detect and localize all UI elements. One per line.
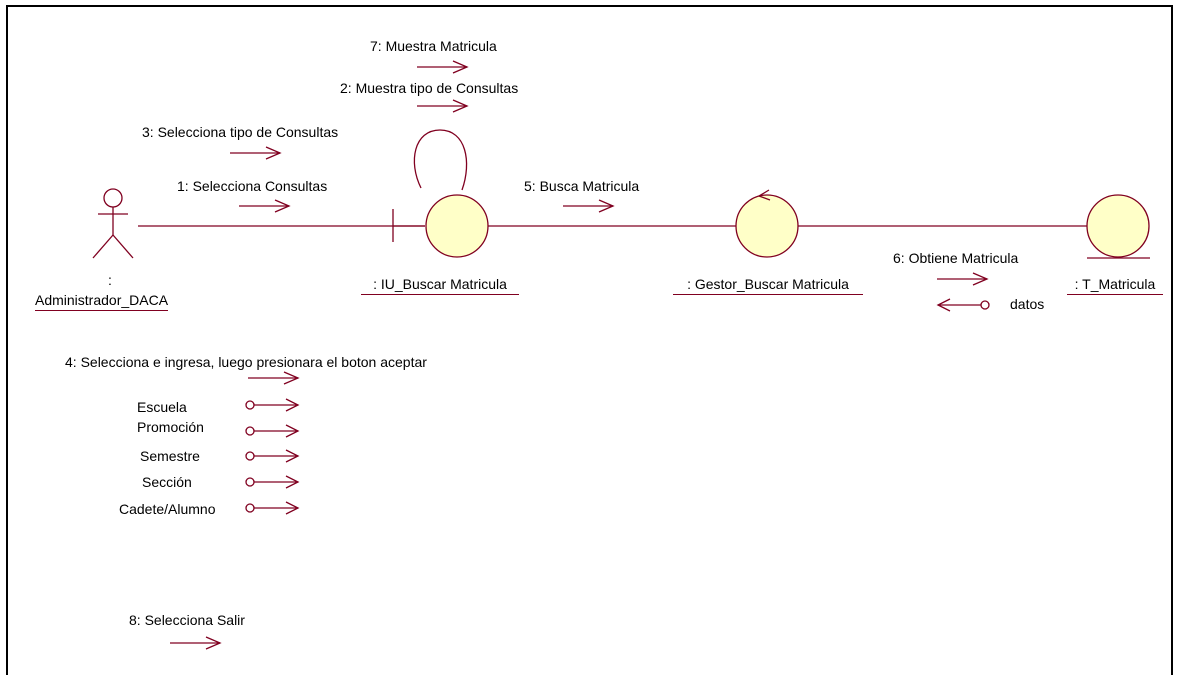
message-5-label: 5: Busca Matricula xyxy=(524,178,640,194)
diagram-frame xyxy=(6,5,1173,675)
param-promocion-label: Promoción xyxy=(137,419,204,435)
message-4-label: 4: Selecciona e ingresa, luego presionar… xyxy=(65,354,427,370)
dataflow-escuela xyxy=(245,398,300,412)
arrow-msg1 xyxy=(239,199,291,213)
dataflow-promocion xyxy=(245,424,300,438)
param-seccion-label: Sección xyxy=(142,474,192,490)
entity-object[interactable] xyxy=(1086,194,1150,259)
dataflow-datos-label: datos xyxy=(1010,296,1045,312)
arrow-msg3 xyxy=(230,146,282,160)
arrow-msg2 xyxy=(417,99,469,113)
param-semestre-label: Semestre xyxy=(140,448,200,464)
arrow-msg8 xyxy=(170,636,222,650)
dataflow-datos xyxy=(936,298,990,312)
self-loop xyxy=(413,129,468,191)
message-7-label: 7: Muestra Matricula xyxy=(370,38,497,54)
param-escuela-label: Escuela xyxy=(137,399,187,415)
actor-figure[interactable] xyxy=(92,188,134,259)
dataflow-seccion xyxy=(245,475,300,489)
message-1-label: 1: Selecciona Consultas xyxy=(177,178,328,194)
arrow-msg4 xyxy=(248,371,300,385)
entity-name[interactable]: : T_Matricula xyxy=(1067,276,1163,295)
arrow-msg5 xyxy=(563,199,615,213)
arrow-msg6 xyxy=(937,272,989,286)
message-8-label: 8: Selecciona Salir xyxy=(129,612,245,628)
control-name[interactable]: : Gestor_Buscar Matricula xyxy=(673,276,863,295)
arrow-msg7 xyxy=(417,60,469,74)
boundary-object[interactable] xyxy=(392,194,489,258)
param-cadete-label: Cadete/Alumno xyxy=(119,501,216,517)
message-2-label: 2: Muestra tipo de Consultas xyxy=(340,80,519,96)
control-object[interactable] xyxy=(735,189,799,258)
dataflow-cadete xyxy=(245,501,300,515)
dataflow-semestre xyxy=(245,449,300,463)
message-6-label: 6: Obtiene Matricula xyxy=(893,250,1019,266)
message-3-label: 3: Selecciona tipo de Consultas xyxy=(142,124,339,140)
boundary-name[interactable]: : IU_Buscar Matricula xyxy=(361,276,519,295)
actor-name[interactable]: Administrador_DACA xyxy=(35,292,169,311)
actor-prefix: : xyxy=(108,272,112,288)
